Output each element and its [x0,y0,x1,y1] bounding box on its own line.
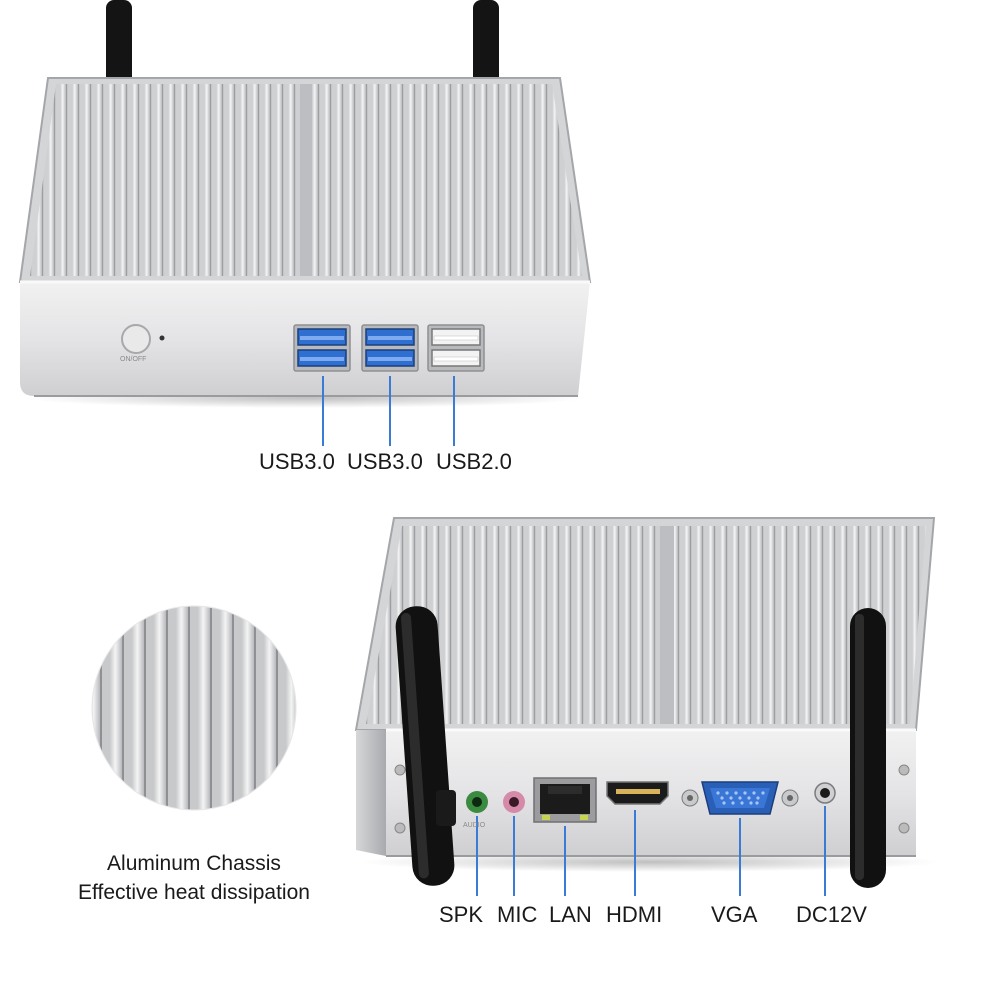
mic-jack [503,791,525,813]
rear-device [354,517,940,896]
usb3-port-group-1 [293,324,351,372]
caption-line-1: Aluminum Chassis [107,852,281,875]
port-label-lan: LAN [549,902,592,927]
port-label-usb3-1: USB3.0 [259,449,335,474]
dc-jack [814,782,836,804]
lan-port [533,777,597,823]
port-label-vga: VGA [711,902,758,927]
port-label-hdmi: HDMI [606,902,663,927]
hdmi-port [606,781,669,805]
antenna-right-top [473,0,499,98]
port-label-usb2: USB2.0 [436,449,512,474]
vga-port [681,781,799,815]
usb3-port-group-2 [361,324,419,372]
fin-detail-circle [91,605,297,811]
port-label-usb3-2: USB3.0 [347,449,423,474]
power-led [159,335,165,341]
top-device [18,0,592,446]
antenna-left-top [106,0,132,98]
port-label-dc12v: DC12V [796,902,867,927]
power-button[interactable] [121,324,151,354]
port-label-mic: MIC [497,902,538,927]
audio-label: AUDIO [463,822,486,829]
power-button-label: ON/OFF [120,356,147,363]
chassis-caption: Aluminum Chassis Effective heat dissipat… [34,850,354,908]
spk-jack [466,791,488,813]
antenna-right [850,608,886,888]
port-label-spk: SPK [439,902,484,927]
antenna-left [395,606,456,886]
usb2-port-group [427,324,485,372]
caption-line-2: Effective heat dissipation [78,880,310,904]
